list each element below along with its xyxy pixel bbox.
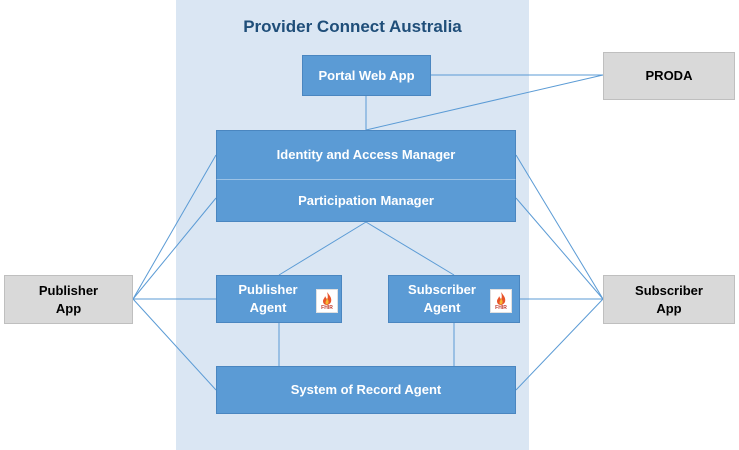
connector-subapp-sora xyxy=(515,298,604,391)
connector-iam-proda xyxy=(365,74,604,131)
diagram-title: Provider Connect Australia xyxy=(243,17,462,36)
proda-label: PRODA xyxy=(645,68,693,83)
participation-manager-box: Participation Manager xyxy=(216,179,516,222)
connector-pm-pubagent xyxy=(278,221,367,276)
system-of-record-agent-label: System of Record Agent xyxy=(290,382,442,397)
fhir-badge-text: FHIR xyxy=(321,305,333,311)
fhir-flame-icon: FHIR xyxy=(490,289,512,313)
fhir-flame-icon: FHIR xyxy=(316,289,338,313)
connector-pubapp-pm xyxy=(132,197,217,300)
fhir-badge-text: FHIR xyxy=(495,305,507,311)
connector-pm-subagent xyxy=(365,221,455,276)
connector-subapp-pm xyxy=(515,197,604,300)
identity-access-manager-label: Identity and Access Manager xyxy=(276,147,456,162)
participation-manager-label: Participation Manager xyxy=(298,192,434,208)
connector-pubapp-iam xyxy=(132,154,217,300)
identity-access-manager-box: Identity and Access Manager xyxy=(216,130,516,180)
proda-box: PRODA xyxy=(603,52,735,100)
portal-web-app-box: Portal Web App xyxy=(302,55,431,96)
connector-subapp-iam xyxy=(515,154,604,300)
connector-pubapp-sora xyxy=(132,298,217,391)
portal-web-app-label: Portal Web App xyxy=(318,67,415,83)
system-of-record-agent-box: System of Record Agent xyxy=(216,366,516,414)
